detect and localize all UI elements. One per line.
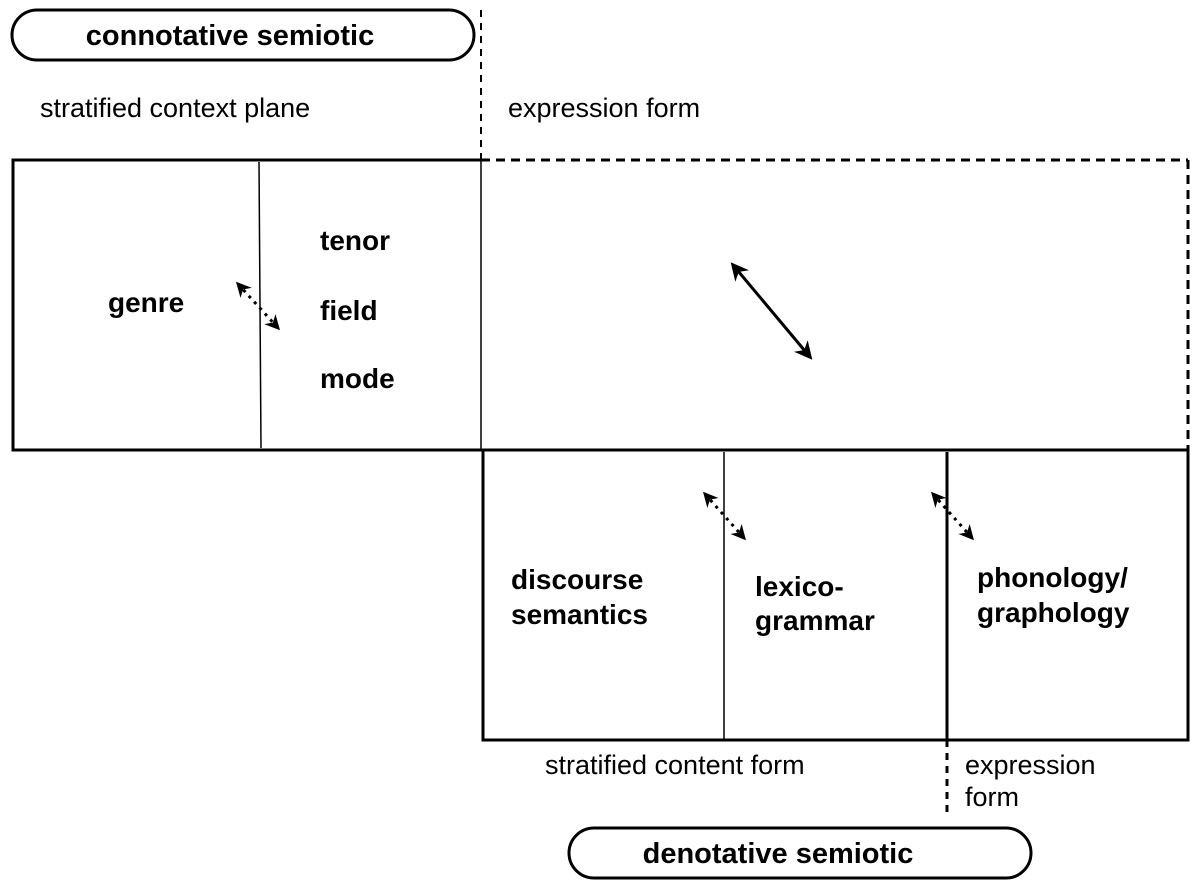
stratified-context-plane-label: stratified context plane [40,93,310,123]
stratum-discourse-semantics: discourse semantics [511,564,648,630]
denotative-semiotic-label: denotative semiotic [643,838,914,870]
genre-label: genre [108,287,184,318]
context-plane-box [11,158,482,452]
expression-form-label-top: expression form [508,93,700,123]
stratum-label-line2: semantics [511,599,648,630]
stratum-label-line1: lexico- [755,571,844,602]
expression-form-box-top [481,158,1190,450]
connotative-semiotic-label: connotative semiotic [86,20,374,52]
dotted-double-arrow-icon [931,491,974,541]
stratified-content-form-label: stratified content form [545,750,805,780]
stratum-label-line1: discourse [511,564,643,595]
denotative-semiotic-pill: denotative semiotic [567,826,1033,880]
stratum-label-line2: grammar [755,605,875,636]
stratum-lexicogrammar: lexico- grammar [755,571,875,636]
expression-form-label-bottom-line2: form [965,782,1019,812]
tenor-label: tenor [320,225,390,256]
stratum-phonology-graphology: phonology/ graphology [977,562,1130,628]
dotted-double-arrow-icon [703,491,746,541]
connotative-semiotic-pill: connotative semiotic [10,8,476,62]
stratum-label-line2: graphology [977,597,1130,628]
dotted-double-arrow-icon [235,281,281,331]
expression-form-label-bottom-line1: expression [965,750,1096,780]
genre-register-divider [258,161,262,449]
solid-double-arrow-icon [730,262,813,360]
mode-label: mode [320,363,395,394]
stratum-label-line1: phonology/ [977,562,1128,593]
field-label: field [320,295,378,326]
